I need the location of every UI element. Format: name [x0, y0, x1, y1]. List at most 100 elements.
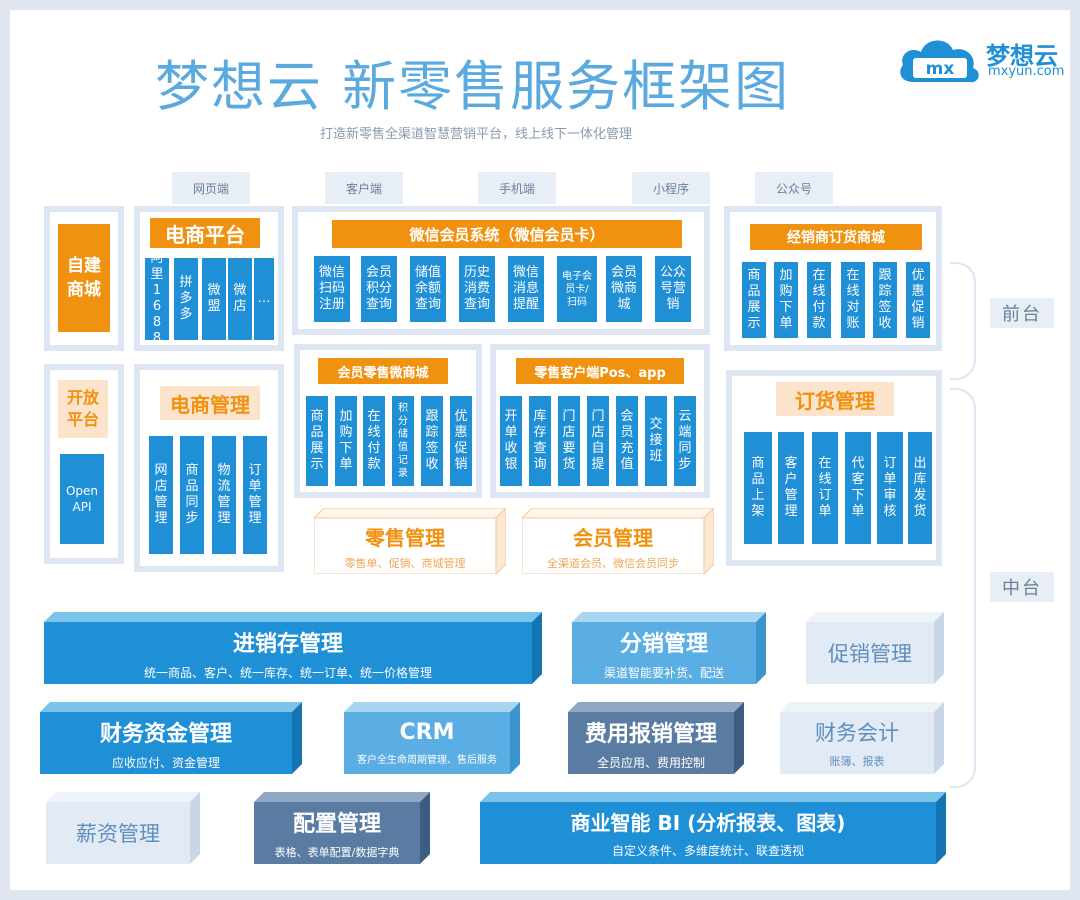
dealer-item: 在线付款	[807, 262, 831, 338]
config-subtitle: 表格、表单配置/数据字典	[274, 846, 400, 859]
block-3d-shape	[254, 792, 430, 864]
order-management-title: 订货管理	[776, 382, 894, 416]
dealer-item: 跟踪签收	[873, 262, 897, 338]
channel-miniapp: 小程序	[632, 172, 710, 204]
inventory-management-subtitle: 统一商品、客户、统一库存、统一订单、统一价格管理	[143, 665, 432, 680]
wechat-item: 历史消费查询	[459, 256, 495, 322]
channel-mobile: 手机端	[478, 172, 556, 204]
micro-mall-item: 跟踪签收	[421, 396, 443, 486]
pos-item: 云端同步	[674, 396, 696, 486]
pos-item: 会员充值	[616, 396, 638, 486]
config-block: 配置管理 表格、表单配置/数据字典	[254, 792, 430, 864]
wechat-item: 微信消息提醒	[508, 256, 544, 322]
ecommerce-item: 微店	[228, 258, 252, 340]
distribution-management-subtitle: 渠道智能要补货、配送	[603, 665, 724, 680]
member-management-block: 会员管理 全渠道会员、微信会员同步	[522, 508, 714, 574]
block-3d-shape	[344, 702, 520, 774]
micro-mall-item: 积分储值记录	[392, 396, 414, 486]
page-title: 梦想云 新零售服务框架图	[155, 55, 791, 118]
micro-mall-item: 商品展示	[306, 396, 328, 486]
distribution-management-title: 分销管理	[619, 631, 708, 657]
self-mall-box: 自建商城	[58, 224, 110, 332]
dealer-mall-title: 经销商订货商城	[750, 224, 922, 250]
inventory-management-title: 进销存管理	[232, 631, 343, 657]
page-subtitle: 打造新零售全渠道智慧营销平台，线上线下一体化管理	[320, 127, 633, 142]
order-mgmt-item: 在线订单	[812, 432, 838, 544]
finance-fund-title: 财务资金管理	[99, 721, 232, 747]
bi-subtitle: 自定义条件、多维度统计、联查透视	[611, 844, 804, 858]
pos-item: 开单收银	[500, 396, 522, 486]
bi-block: 商业智能 BI (分析报表、图表) 自定义条件、多维度统计、联查透视	[480, 792, 946, 864]
salary-title: 薪资管理	[76, 822, 160, 846]
config-title: 配置管理	[292, 812, 381, 837]
ecom-management-title: 电商管理	[160, 386, 260, 420]
dealer-item: 加购下单	[774, 262, 798, 338]
block-3d-outline	[314, 508, 506, 574]
pos-item: 门店自提	[587, 396, 609, 486]
retail-pos-title: 零售客户端Pos、app	[516, 358, 684, 384]
middle-bracket	[950, 388, 976, 788]
promotion-management-block: 促销管理	[806, 612, 944, 684]
accounting-subtitle: 账簿、报表	[829, 755, 885, 768]
ecom-mgmt-item: 网店管理	[149, 436, 173, 554]
ecommerce-item: 阿里1688	[145, 251, 169, 346]
block-3d-shape	[46, 792, 200, 864]
wechat-item: 公众号营销	[655, 256, 691, 322]
micro-mall-item: 加购下单	[335, 396, 357, 486]
order-mgmt-item: 出库发货	[908, 432, 932, 544]
wechat-item: 微信扫码注册	[314, 256, 350, 322]
order-mgmt-item: 客户管理	[778, 432, 804, 544]
wechat-member-title: 微信会员系统（微信会员卡）	[332, 220, 682, 248]
wechat-item: 储值余额查询	[410, 256, 446, 322]
member-management-title: 会员管理	[573, 525, 653, 550]
retail-management-subtitle: 零售单、促销、商城管理	[344, 556, 466, 570]
order-mgmt-item: 商品上架	[744, 432, 772, 544]
logo-name: 梦想云	[986, 42, 1058, 70]
crm-title: CRM	[399, 720, 455, 745]
crm-subtitle: 客户全生命周期管理、售后服务	[357, 755, 497, 766]
retail-management-title: 零售管理	[365, 525, 445, 550]
middle-label: 中台	[990, 572, 1054, 602]
order-mgmt-item: 代客下单	[845, 432, 871, 544]
pos-item: 门店要货	[558, 396, 580, 486]
accounting-title: 财务会计	[815, 721, 899, 745]
wechat-item: 会员微商城	[606, 256, 642, 322]
accounting-block: 财务会计 账簿、报表	[780, 702, 944, 774]
finance-fund-subtitle: 应收应付、资金管理	[111, 755, 220, 770]
wechat-item: 电子会员卡/扫码	[557, 256, 597, 322]
expense-subtitle: 全员应用、费用控制	[596, 755, 705, 770]
block-3d-shape	[780, 702, 944, 774]
ecom-mgmt-item: 物流管理	[212, 436, 236, 554]
distribution-management-block: 分销管理 渠道智能要补货、配送	[572, 612, 766, 684]
cloud-logo-icon: mx	[900, 40, 979, 83]
channel-web: 网页端	[172, 172, 250, 204]
logo-mark: mx	[926, 59, 955, 79]
ecommerce-item: 微盟	[202, 258, 226, 340]
ecommerce-item: …	[254, 258, 274, 340]
ecom-mgmt-item: 商品同步	[180, 436, 204, 554]
finance-fund-block: 财务资金管理 应收应付、资金管理	[40, 702, 302, 774]
pos-item: 库存查询	[529, 396, 551, 486]
framework-canvas: 梦想云 新零售服务框架图 打造新零售全渠道智慧营销平台，线上线下一体化管理 mx…	[10, 10, 1070, 890]
block-3d-shape	[480, 792, 946, 864]
micro-mall-item: 在线付款	[363, 396, 385, 486]
member-micro-mall-title: 会员零售微商城	[318, 358, 448, 384]
retail-management-block: 零售管理 零售单、促销、商城管理	[314, 508, 506, 574]
order-mgmt-item: 订单审核	[877, 432, 903, 544]
ecom-mgmt-item: 订单管理	[243, 436, 267, 554]
member-management-subtitle: 全渠道会员、微信会员同步	[547, 556, 679, 570]
front-bracket	[950, 262, 976, 380]
dealer-item: 商品展示	[742, 262, 766, 338]
block-3d-shape	[40, 702, 302, 774]
promotion-management-title: 促销管理	[828, 642, 912, 666]
channel-client: 客户端	[325, 172, 403, 204]
salary-block: 薪资管理	[46, 792, 200, 864]
dealer-item: 在线对账	[841, 262, 865, 338]
logo-url: mxyun.com	[988, 64, 1065, 79]
wechat-item: 会员积分查询	[361, 256, 397, 322]
crm-block: CRM 客户全生命周期管理、售后服务	[344, 702, 520, 774]
ecommerce-item: 拼多多	[174, 258, 198, 340]
pos-item: 交接班	[645, 396, 667, 486]
block-3d-outline	[522, 508, 714, 574]
block-3d-shape	[806, 612, 944, 684]
